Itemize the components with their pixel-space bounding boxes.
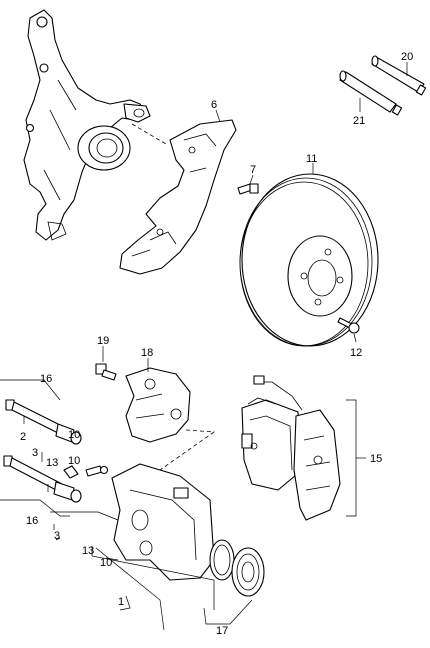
brake-pad-inner: [241, 399, 303, 491]
callout-1: 1: [118, 596, 124, 608]
callout-18: 18: [141, 347, 153, 359]
steering-knuckle: [23, 9, 151, 241]
brake-disc: [239, 173, 379, 347]
callout-16-upper: 16: [40, 373, 52, 385]
callout-3-lower: 3: [54, 530, 60, 542]
guide-pin-lower: [3, 455, 82, 503]
brake-pad-outer: [293, 409, 341, 521]
brake-splash-shield: [119, 119, 237, 275]
callout-19: 19: [97, 335, 109, 347]
wear-sensor-wire: [247, 375, 303, 411]
dust-boot: [231, 547, 265, 597]
disc-screw-12: [337, 317, 360, 334]
grease-tube-21: [339, 70, 403, 116]
caliper-bracket: [125, 367, 191, 443]
bleeder-cap-13: [63, 465, 79, 479]
piston-seal: [209, 539, 235, 581]
callout-labels: 6 7 11 12 20 21 19 18 16 2 10 3 13 10 16…: [20, 51, 413, 637]
bracket-axis-line: [159, 429, 216, 471]
bolt-7: [237, 183, 259, 195]
callout-10-bottom: 10: [100, 557, 112, 569]
callout-15: 15: [370, 453, 382, 465]
bolt-19: [95, 363, 117, 381]
callout-13-lower: 13: [82, 545, 94, 557]
callout-6: 6: [211, 99, 217, 111]
callout-13-upper: 13: [46, 457, 58, 469]
callout-12: 12: [350, 347, 362, 359]
bleeder-valve-10: [85, 465, 109, 477]
callout-7: 7: [250, 164, 256, 176]
callout-10-lower: 10: [68, 455, 80, 467]
knuckle-axis-line: [131, 123, 167, 145]
guide-pin-upper: [5, 399, 82, 445]
grease-tube-20: [371, 55, 427, 96]
callout-20: 20: [401, 51, 413, 63]
callout-21: 21: [353, 115, 365, 127]
leader-lines: [0, 62, 408, 631]
callout-10-upper: 10: [68, 429, 80, 441]
callout-16-lower: 16: [26, 515, 38, 527]
callout-11: 11: [306, 153, 317, 165]
brake-caliper: [111, 463, 215, 581]
callout-3-upper: 3: [32, 447, 38, 459]
callout-2: 2: [20, 431, 26, 443]
callout-17: 17: [216, 625, 228, 637]
